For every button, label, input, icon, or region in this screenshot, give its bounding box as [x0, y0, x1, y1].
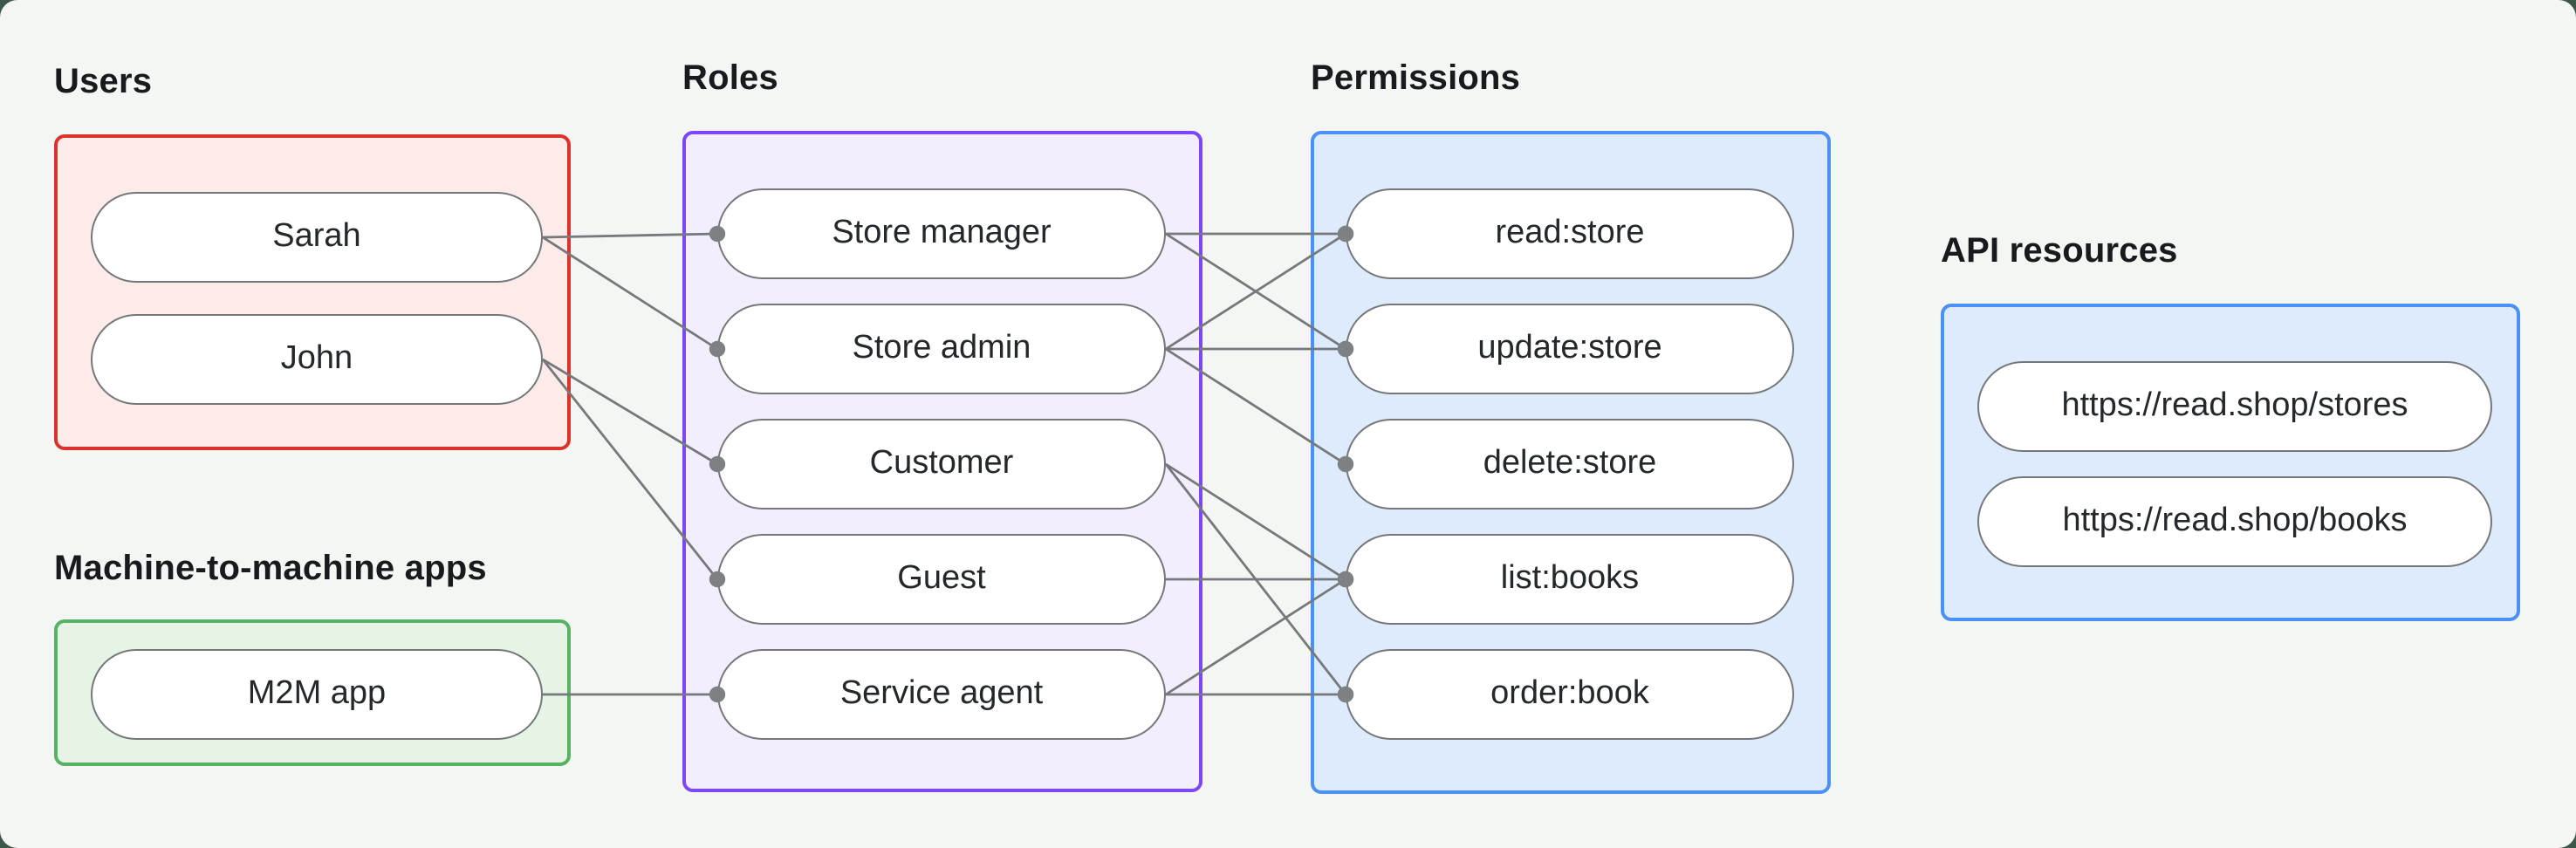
node-label-store-manager: Store manager: [832, 215, 1052, 251]
node-label-list-books: list:books: [1500, 560, 1640, 597]
permissions-group-label: Permissions: [1311, 59, 1521, 98]
node-store-manager: Store manager: [717, 188, 1166, 279]
node-john: John: [91, 314, 543, 405]
node-customer: Customer: [717, 419, 1166, 509]
node-label-sarah: Sarah: [272, 218, 361, 255]
node-label-john: John: [280, 340, 353, 377]
node-label-customer: Customer: [869, 445, 1014, 482]
node-read-store: read:store: [1346, 188, 1794, 279]
node-update-store: update:store: [1346, 304, 1794, 394]
node-label-stores-api: https://read.shop/stores: [2061, 387, 2408, 424]
node-stores-api: https://read.shop/stores: [1977, 361, 2492, 452]
roles-group-label: Roles: [682, 59, 778, 98]
node-order-book: order:book: [1346, 649, 1794, 740]
node-label-read-store: read:store: [1495, 215, 1645, 251]
m2m-group-label: Machine-to-machine apps: [54, 550, 487, 588]
node-label-update-store: update:store: [1477, 330, 1662, 366]
node-label-store-admin: Store admin: [852, 330, 1031, 366]
node-guest: Guest: [717, 534, 1166, 625]
node-m2m-app: M2M app: [91, 649, 543, 740]
node-store-admin: Store admin: [717, 304, 1166, 394]
api-group-label: API resources: [1941, 232, 2178, 270]
api-group-box: [1941, 304, 2520, 621]
node-label-delete-store: delete:store: [1483, 445, 1657, 482]
node-list-books: list:books: [1346, 534, 1794, 625]
users-group-label: Users: [54, 63, 153, 101]
node-label-books-api: https://read.shop/books: [2062, 503, 2408, 539]
node-service-agent: Service agent: [717, 649, 1166, 740]
node-books-api: https://read.shop/books: [1977, 476, 2492, 567]
node-label-m2m-app: M2M app: [247, 675, 387, 712]
node-delete-store: delete:store: [1346, 419, 1794, 509]
node-label-guest: Guest: [897, 560, 986, 597]
node-label-service-agent: Service agent: [839, 675, 1044, 712]
node-sarah: Sarah: [91, 192, 543, 283]
node-label-order-book: order:book: [1490, 675, 1649, 712]
